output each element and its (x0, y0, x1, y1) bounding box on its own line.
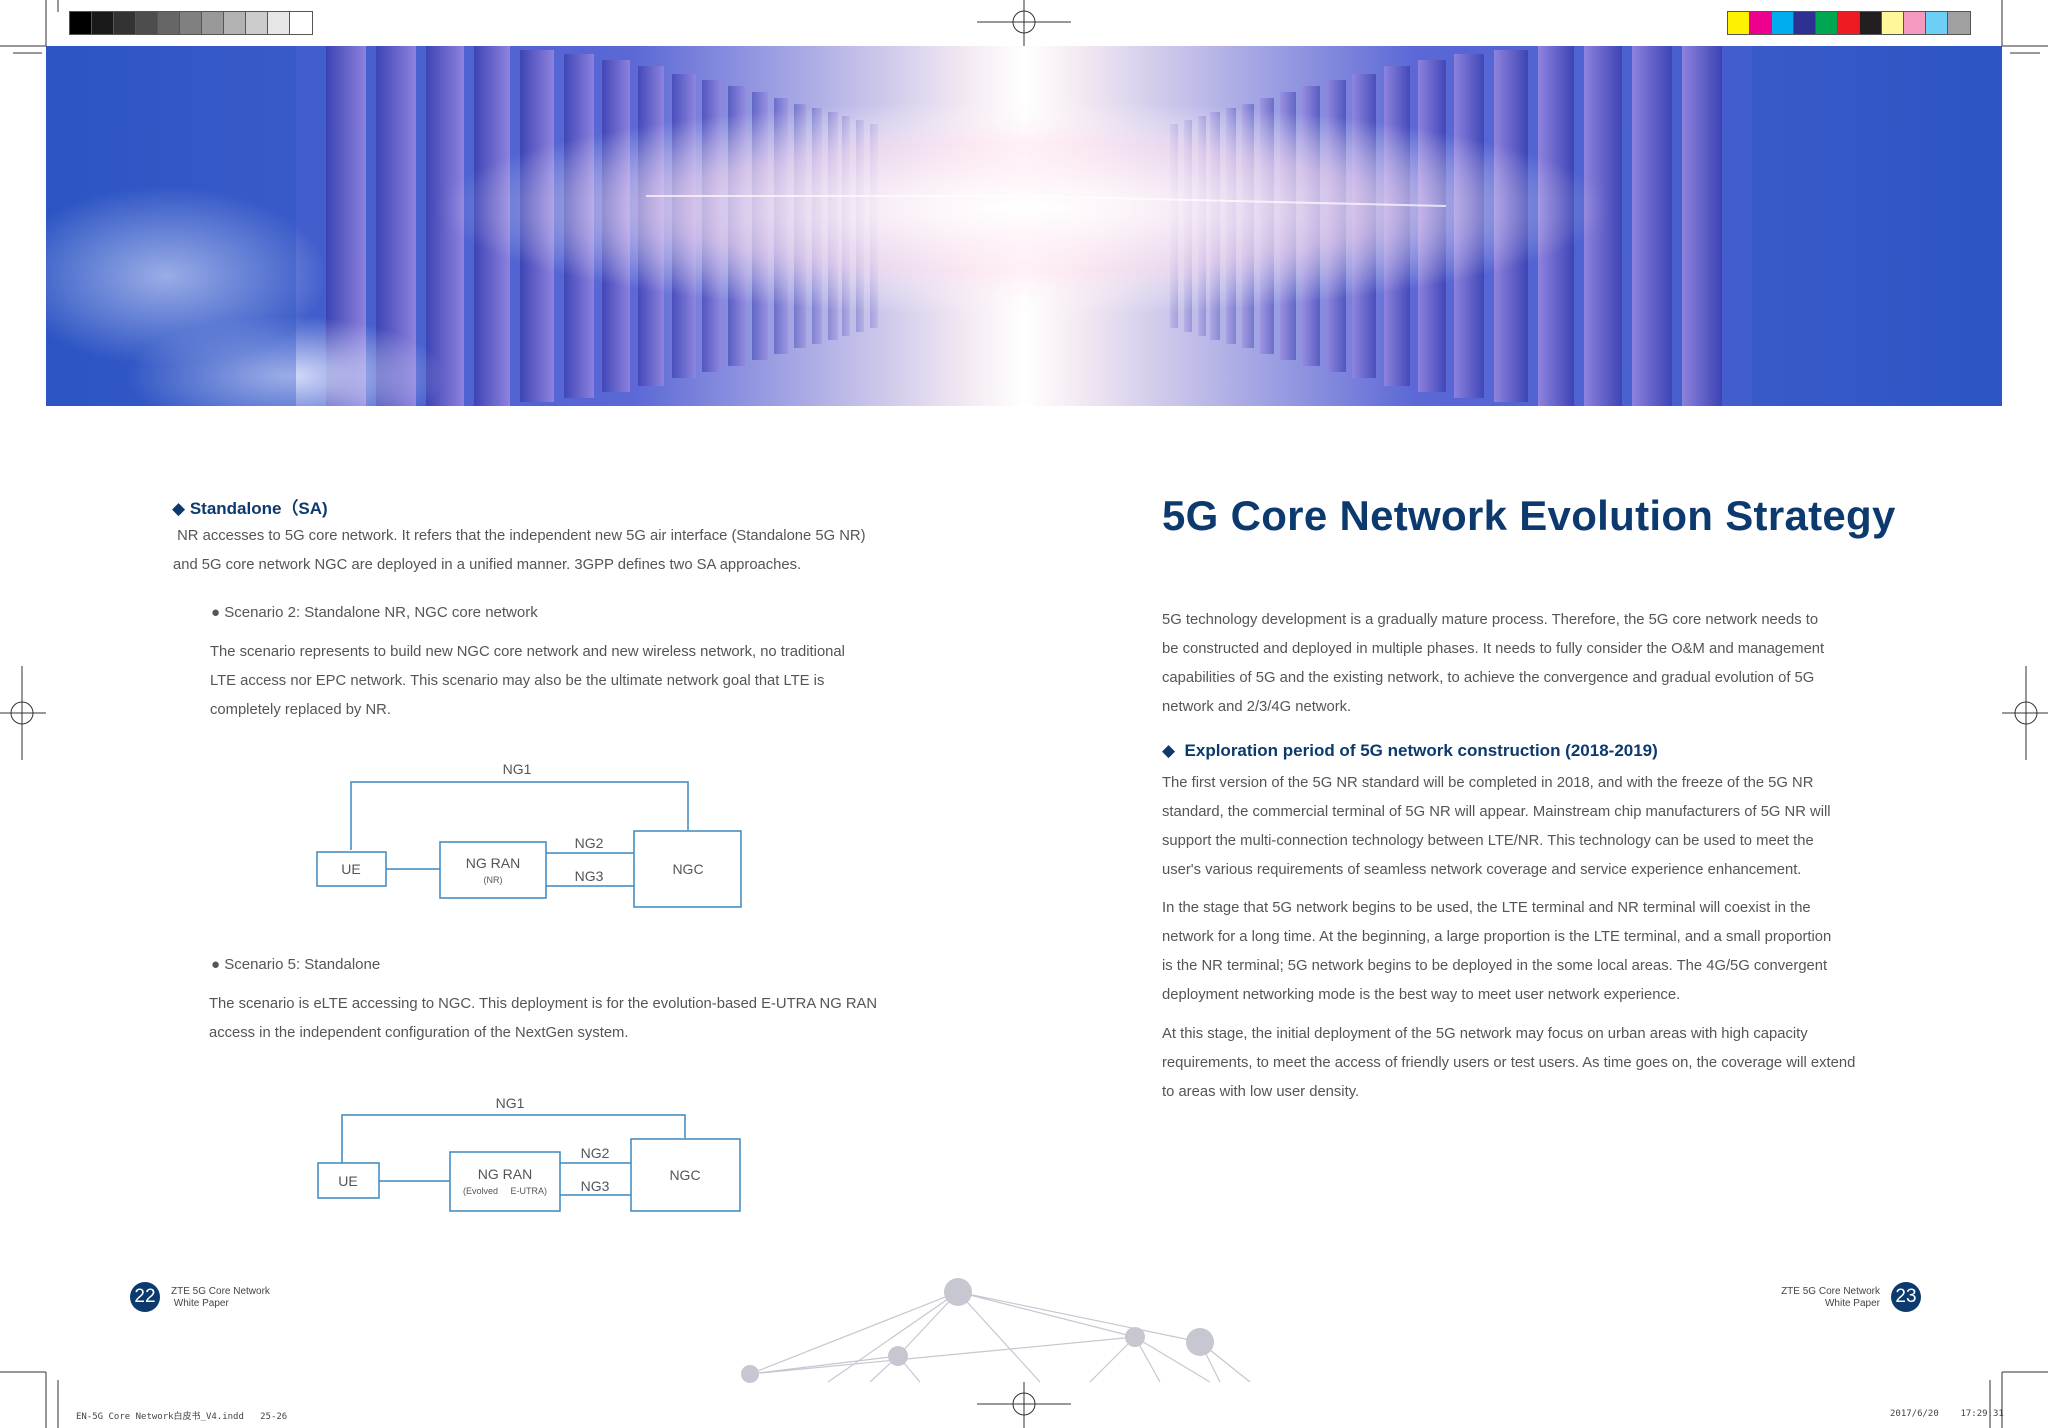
page-number-left: 22 (130, 1282, 160, 1312)
standalone-intro: NR accesses to 5G core network. It refer… (173, 522, 913, 580)
description-line: LTE access nor EPC network. This scenari… (210, 673, 825, 689)
paragraph-line: network for a long time. At the beginnin… (1162, 929, 1832, 945)
description-line: completely replaced by NR. (210, 702, 391, 718)
grayscale-color-bar (69, 11, 313, 35)
ngran-box (449, 1151, 561, 1212)
section-title-standalone: ◆ Standalone（SA) (172, 494, 328, 519)
network-node-graphic (741, 1278, 1251, 1383)
ngran-label: NG RAN (478, 1166, 532, 1182)
ng3-label: NG3 (581, 1178, 610, 1194)
ngc-box (630, 1138, 741, 1212)
ue-label: UE (341, 861, 360, 877)
page-number-right: 23 (1891, 1282, 1921, 1312)
bullet-dot-icon: ● (211, 956, 221, 973)
ngc-box (633, 830, 742, 908)
intro-line: 5G technology development is a gradually… (1162, 612, 1819, 628)
ng1-label: NG1 (503, 761, 532, 777)
exploration-paragraph-3: At this stage, the initial deployment of… (1162, 1020, 1872, 1107)
paragraph-line: At this stage, the initial deployment of… (1162, 1026, 1808, 1042)
footer-line: White Paper (171, 1298, 229, 1309)
footer-line: ZTE 5G Core Network (171, 1286, 270, 1297)
heading-text: Exploration period of 5G network constru… (1184, 741, 1658, 760)
ng1-label: NG1 (496, 1095, 525, 1111)
exploration-period-heading: ◆ Exploration period of 5G network const… (1162, 741, 1658, 761)
ngran-label: NG RAN (466, 855, 520, 871)
paragraph-line: is the NR terminal; 5G network begins to… (1162, 958, 1828, 974)
ng2-label: NG2 (581, 1145, 610, 1161)
paragraph-line: to areas with low user density. (1162, 1084, 1360, 1100)
scenario5-architecture-diagram: NG1 NG2 NG3 UE NG RAN (Evolved E-UTRA) N… (310, 1088, 750, 1223)
ng3-label: NG3 (575, 868, 604, 884)
footer-line: ZTE 5G Core Network (1781, 1286, 1880, 1297)
scenario5-title: ● Scenario 5: Standalone (211, 956, 380, 973)
scenario2-description: The scenario represents to build new NGC… (210, 638, 910, 725)
paragraph-line: user's various requirements of seamless … (1162, 862, 1802, 878)
scenario2-title-text: Scenario 2: Standalone NR, NGC core netw… (224, 604, 538, 621)
ngran-box (439, 841, 547, 899)
print-slug-date: 2017/6/20 17:29:31 (1890, 1409, 2004, 1419)
paragraph-line: requirements, to meet the access of frie… (1162, 1055, 1856, 1071)
scenario5-title-text: Scenario 5: Standalone (224, 956, 381, 973)
footer-line: White Paper (1824, 1298, 1880, 1309)
scenario5-description: The scenario is eLTE accessing to NGC. T… (209, 990, 929, 1048)
ngran-sub-label: (NR) (484, 875, 503, 885)
diamond-bullet-icon: ◆ (1162, 741, 1176, 760)
paragraph-line: deployment networking mode is the best w… (1162, 987, 1681, 1003)
ngran-sub-label: (Evolved E-UTRA) (463, 1186, 547, 1196)
ng2-label: NG2 (575, 835, 604, 851)
data-center-hero-image (46, 46, 2002, 406)
footer-left: ZTE 5G Core Network White Paper (171, 1286, 270, 1310)
ngc-label: NGC (669, 1167, 700, 1183)
scenario2-title: ● Scenario 2: Standalone NR, NGC core ne… (211, 604, 538, 621)
intro-line: be constructed and deployed in multiple … (1162, 641, 1825, 657)
print-slug-file: EN-5G Core Network白皮书_V4.indd 25-26 (76, 1412, 288, 1422)
evolution-intro: 5G technology development is a gradually… (1162, 606, 1872, 722)
intro-line: NR accesses to 5G core network. It refer… (173, 528, 866, 544)
description-line: The scenario represents to build new NGC… (210, 644, 845, 660)
paragraph-line: support the multi-connection technology … (1162, 833, 1814, 849)
exploration-paragraph-1: The first version of the 5G NR standard … (1162, 769, 1872, 885)
bullet-dot-icon: ● (211, 604, 221, 621)
diamond-bullet-icon: ◆ (172, 499, 186, 518)
paragraph-line: The first version of the 5G NR standard … (1162, 775, 1814, 791)
paragraph-line: standard, the commercial terminal of 5G … (1162, 804, 1831, 820)
description-line: access in the independent configuration … (209, 1025, 629, 1041)
exploration-paragraph-2: In the stage that 5G network begins to b… (1162, 894, 1872, 1010)
description-line: The scenario is eLTE accessing to NGC. T… (209, 996, 878, 1012)
intro-line: network and 2/3/4G network. (1162, 699, 1352, 715)
paragraph-line: In the stage that 5G network begins to b… (1162, 900, 1811, 916)
cmyk-color-bar (1727, 11, 1971, 35)
section-title-text: Standalone（SA) (189, 499, 328, 518)
ue-label: UE (338, 1173, 357, 1189)
intro-line: capabilities of 5G and the existing netw… (1162, 670, 1815, 686)
page-title: 5G Core Network Evolution Strategy (1162, 492, 1896, 539)
scenario2-architecture-diagram: NG1 NG2 NG3 UE NG RAN (NR) NGC (310, 752, 750, 917)
ngc-label: NGC (672, 861, 703, 877)
footer-right: ZTE 5G Core Network White Paper (1740, 1286, 1880, 1310)
intro-line: and 5G core network NGC are deployed in … (173, 557, 802, 573)
